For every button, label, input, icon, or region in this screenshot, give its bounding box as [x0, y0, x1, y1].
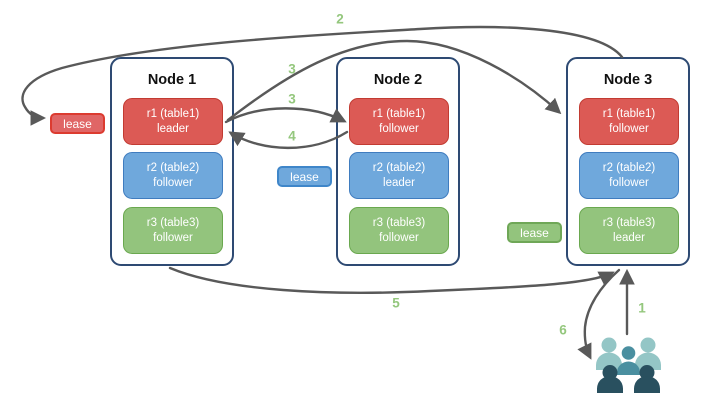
replica-role: leader: [157, 122, 189, 135]
person-back-right: [635, 337, 661, 370]
replica-name: r3 (table3): [372, 217, 426, 229]
person-back-left: [596, 337, 622, 370]
replica-role: follower: [609, 122, 649, 135]
replica-role: follower: [609, 176, 649, 189]
person-middle: [617, 346, 640, 375]
replica-name: r2 (table2): [372, 162, 426, 174]
step-label-5: 5: [392, 295, 400, 311]
node-2-title: Node 2: [373, 72, 423, 88]
node-3-title: Node 3: [603, 72, 653, 88]
node-3-box: Node 3 r1 (table1) follower r2 (table2) …: [566, 57, 690, 266]
node-1-title: Node 1: [147, 72, 197, 88]
replica-name: r1 (table1): [602, 108, 656, 120]
replica-name: r3 (table3): [602, 217, 656, 229]
step-label-3-upper: 3: [288, 61, 296, 77]
person-front-left: [597, 365, 623, 393]
step-label-3-lower: 3: [288, 91, 296, 107]
replica-r2-node1: r2 (table2) follower: [123, 152, 223, 199]
person-front-right: [634, 365, 660, 393]
step-label-6: 6: [559, 322, 567, 338]
replica-role: follower: [379, 122, 419, 135]
replica-name: r2 (table2): [602, 162, 656, 174]
users-group-icon: [596, 337, 661, 393]
lease-badge-r1: lease: [50, 113, 105, 134]
lease-badge-r2: lease: [277, 166, 332, 187]
replica-r3-node3: r3 (table3) leader: [579, 207, 679, 254]
replica-role: follower: [153, 176, 193, 189]
step-label-1: 1: [638, 300, 646, 316]
replica-r2-node3: r2 (table2) follower: [579, 152, 679, 199]
arrow-3-to-node2: [224, 107, 347, 124]
replica-name: r1 (table1): [146, 108, 200, 120]
replica-r2-node2: r2 (table2) leader: [349, 152, 449, 199]
replica-role: follower: [379, 231, 419, 244]
replica-r3-node1: r3 (table3) follower: [123, 207, 223, 254]
replica-role: leader: [383, 176, 415, 189]
replica-name: r2 (table2): [146, 162, 200, 174]
replica-role: follower: [153, 231, 193, 244]
replica-role: leader: [613, 231, 645, 244]
step-label-4: 4: [288, 128, 296, 144]
replica-name: r3 (table3): [146, 217, 200, 229]
node-2-box: Node 2 r1 (table1) follower r2 (table2) …: [336, 57, 460, 266]
arrow-5: [168, 266, 615, 294]
replica-r3-node2: r3 (table3) follower: [349, 207, 449, 254]
replica-name: r1 (table1): [372, 108, 426, 120]
step-label-2: 2: [336, 11, 344, 27]
replica-r1-node3: r1 (table1) follower: [579, 98, 679, 145]
replica-r1-node1: r1 (table1) leader: [123, 98, 223, 145]
lease-badge-r3: lease: [507, 222, 562, 243]
node-1-box: Node 1 r1 (table1) leader r2 (table2) fo…: [110, 57, 234, 266]
replica-r1-node2: r1 (table1) follower: [349, 98, 449, 145]
arrow-6: [577, 268, 621, 360]
